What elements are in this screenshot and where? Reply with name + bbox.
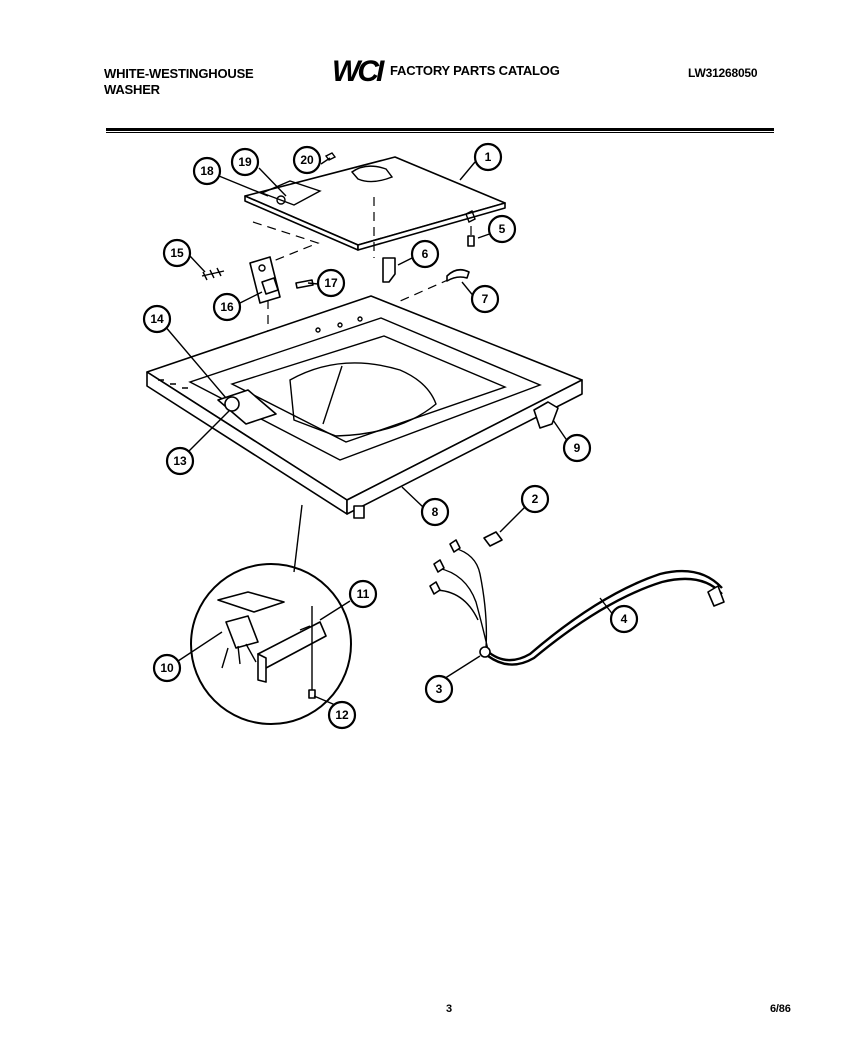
svg-text:1: 1 [485,150,492,164]
svg-text:2: 2 [532,492,539,506]
detail-leader [293,504,303,573]
callout-5: 5 [487,214,517,244]
callout-13: 13 [165,446,195,476]
svg-text:4: 4 [621,612,628,626]
page-number: 3 [446,1003,452,1015]
part-wire-harness [429,539,725,666]
part-harness-screw [483,531,503,547]
detail-circle [190,563,352,725]
part-mounting-screw [201,267,225,281]
callout-20: 20 [292,145,322,175]
svg-text:18: 18 [200,164,214,178]
callout-7: 7 [470,284,500,314]
part-main-top [146,295,583,519]
brand-name: WHITE-WESTINGHOUSE WASHER [104,66,254,98]
callout-2: 2 [520,484,550,514]
svg-text:10: 10 [160,661,174,675]
brand-line-2: WASHER [104,82,160,97]
callout-10: 10 [152,653,182,683]
svg-text:13: 13 [173,454,187,468]
callout-8: 8 [420,497,450,527]
brand-line-1: WHITE-WESTINGHOUSE [104,66,254,81]
callout-18: 18 [192,156,222,186]
wci-logo-text: WCI [332,55,385,88]
part-lid-latch [382,257,396,283]
svg-text:7: 7 [482,292,489,306]
part-switch-assembly [217,389,277,425]
svg-text:17: 17 [324,276,338,290]
header-rule [106,128,774,131]
svg-text:12: 12 [335,708,349,722]
part-hinge-bracket [249,256,281,304]
part-screw [467,235,475,247]
svg-text:3: 3 [436,682,443,696]
wci-logo: WCI [332,55,386,88]
svg-text:9: 9 [574,441,581,455]
callout-4: 4 [609,604,639,634]
callout-14: 14 [142,304,172,334]
catalog-title: FACTORY PARTS CATALOG [390,63,560,78]
svg-text:20: 20 [300,153,314,167]
callout-16: 16 [212,292,242,322]
callout-19: 19 [230,147,260,177]
svg-text:6: 6 [422,247,429,261]
callout-17: 17 [316,268,346,298]
svg-text:16: 16 [220,300,234,314]
svg-text:11: 11 [357,587,370,601]
model-number: LW31268050 [688,66,758,80]
callout-1: 1 [473,142,503,172]
header-rule-thin [106,132,774,133]
catalog-date: 6/86 [770,1003,791,1015]
part-hinge-screw [295,279,314,289]
callout-3: 3 [424,674,454,704]
svg-text:14: 14 [150,312,164,326]
callout-12: 12 [327,700,357,730]
callout-15: 15 [162,238,192,268]
svg-text:19: 19 [238,155,252,169]
svg-text:5: 5 [499,222,506,236]
svg-text:15: 15 [170,246,184,260]
callout-11: 11 [348,579,378,609]
part-lid [244,156,506,251]
part-strike [446,268,470,282]
svg-text:8: 8 [432,505,439,519]
callout-6: 6 [410,239,440,269]
callout-9: 9 [562,433,592,463]
